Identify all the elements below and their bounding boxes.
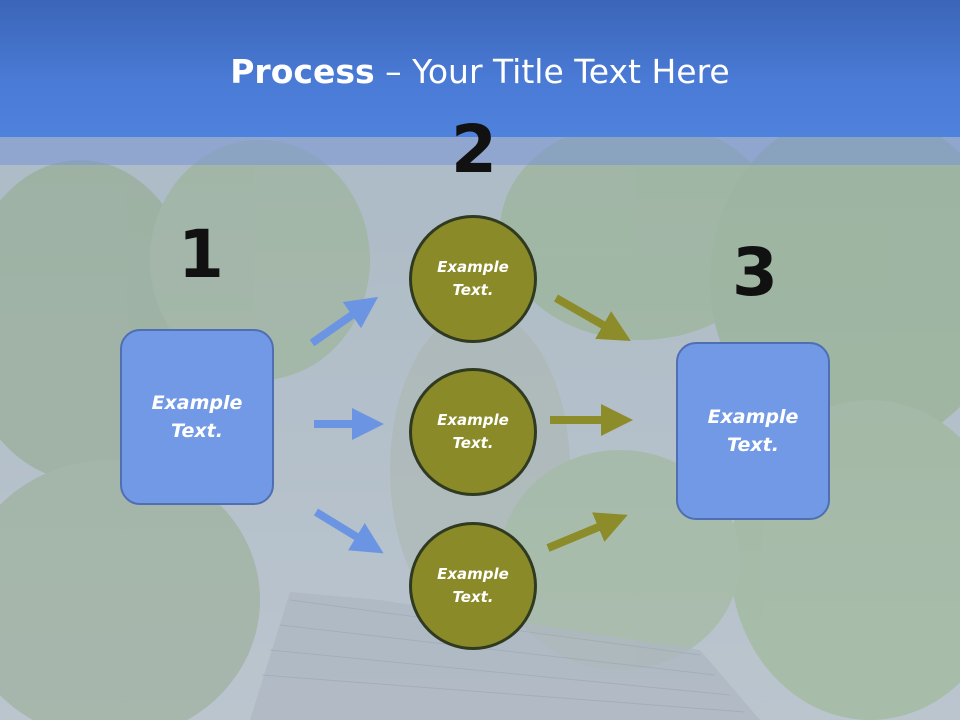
arrow-left-to-bottom xyxy=(313,508,384,554)
blue-arrows xyxy=(309,296,384,554)
title-bold: Process xyxy=(230,52,375,91)
circle-top: Example Text. xyxy=(409,215,537,343)
step-number-1: 1 xyxy=(178,216,224,293)
circle-middle: Example Text. xyxy=(409,368,537,496)
step-number-3: 3 xyxy=(732,234,778,311)
circle-middle-text: Example Text. xyxy=(437,410,509,452)
left-step-box: Example Text. xyxy=(120,329,274,505)
step-number-2: 2 xyxy=(451,111,497,188)
circle-bottom: Example Text. xyxy=(409,522,537,650)
right-box-text: Example Text. xyxy=(707,405,799,457)
circle-top-text: Example Text. xyxy=(437,257,509,299)
header-band xyxy=(0,137,960,165)
arrow-bottom-to-right xyxy=(546,512,628,552)
circle-bottom-text: Example Text. xyxy=(437,564,509,606)
arrow-top-to-right xyxy=(554,294,631,341)
title-rest: – Your Title Text Here xyxy=(374,52,730,91)
olive-arrows xyxy=(546,294,633,552)
left-box-text: Example Text. xyxy=(151,391,243,443)
arrow-left-to-top xyxy=(309,296,379,347)
title-bar xyxy=(0,0,960,137)
slide-title: Process – Your Title Text Here xyxy=(0,52,960,91)
right-step-box: Example Text. xyxy=(676,342,830,520)
